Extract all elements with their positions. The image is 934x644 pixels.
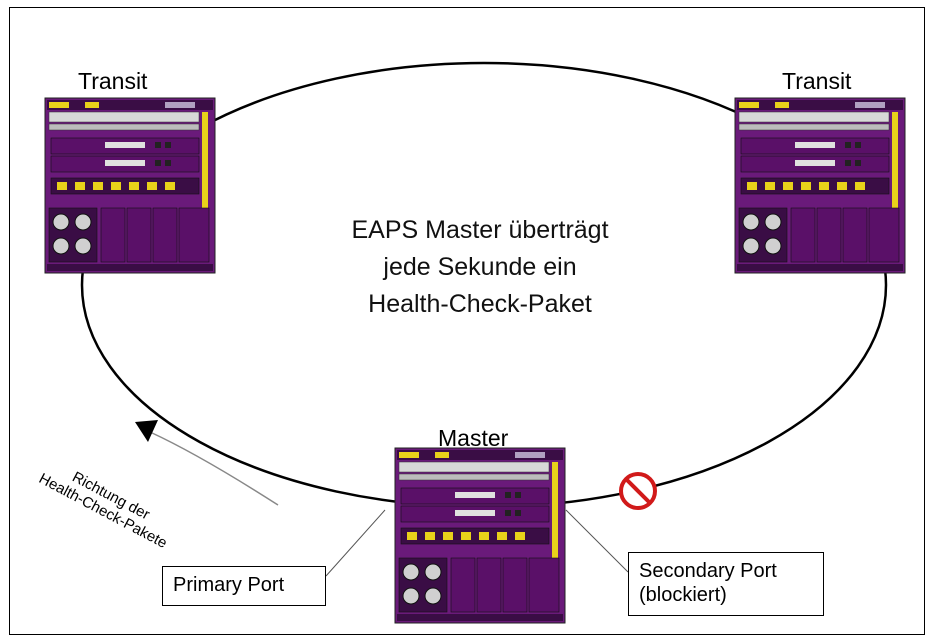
- secondary-port-leader: [565, 509, 629, 573]
- blocked-port-icon: [619, 472, 657, 510]
- direction-arrow-line: [149, 431, 279, 506]
- master-title: Master: [438, 425, 509, 451]
- center-description: EAPS Master überträgt jede Sekunde ein H…: [300, 212, 660, 323]
- primary-port-box: Primary Port: [162, 566, 326, 606]
- primary-port-leader: [325, 509, 386, 577]
- secondary-port-status: (blockiert): [639, 584, 727, 606]
- secondary-port-box: Secondary Port (blockiert): [628, 552, 824, 616]
- transit-right-title: Transit: [782, 68, 852, 94]
- center-text-line-2: jede Sekunde ein: [383, 253, 577, 281]
- center-text-line-3: Health-Check-Paket: [368, 290, 592, 318]
- transit-right-device-icon: [734, 97, 906, 274]
- secondary-port-label: Secondary Port: [639, 560, 777, 582]
- transit-left-title: Transit: [78, 68, 148, 94]
- primary-port-label: Primary Port: [173, 574, 285, 596]
- direction-arrow-icon: [135, 420, 158, 442]
- transit-left-device-icon: [44, 97, 216, 274]
- master-device-icon: [394, 447, 566, 624]
- center-text-line-1: EAPS Master überträgt: [351, 216, 609, 244]
- diagram-frame: [9, 7, 925, 635]
